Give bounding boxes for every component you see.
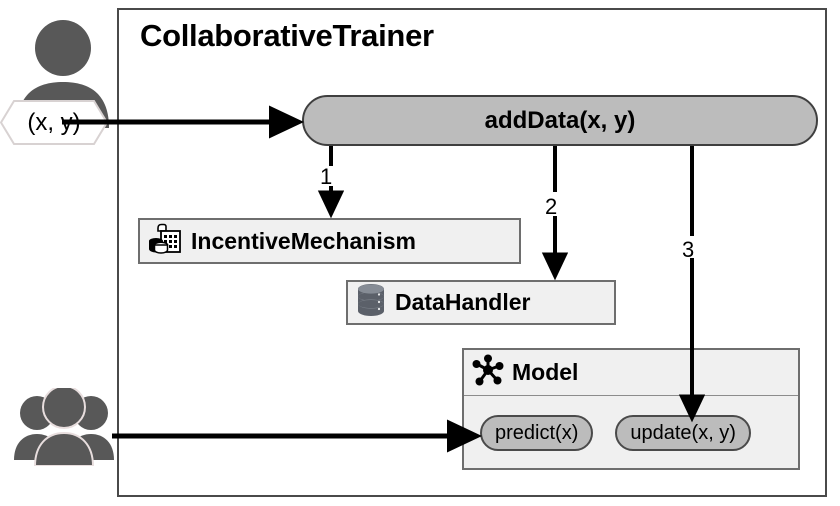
predict-method-pill[interactable]: predict(x) — [480, 415, 594, 451]
model-methods-row: predict(x) update(x, y) — [464, 396, 798, 470]
data-handler-label: DataHandler — [395, 289, 531, 315]
update-method-pill[interactable]: update(x, y) — [615, 415, 751, 451]
model-label: Model — [512, 359, 579, 385]
flow-step-number-2: 2 — [545, 194, 558, 219]
xy-data-token: (x, y) — [0, 100, 109, 145]
flow-step-number-1: 1 — [320, 164, 333, 189]
add-data-entry-pill[interactable]: addData(x, y) — [302, 95, 818, 146]
xy-data-token-label: (x, y) — [27, 108, 81, 136]
model-box[interactable]: Model predict(x) update(x, y) — [462, 348, 800, 470]
page-title: CollaborativeTrainer — [140, 18, 434, 53]
group-users-icon — [12, 385, 116, 467]
network-node-icon — [472, 354, 504, 391]
incentive-mechanism-box[interactable]: IncentiveMechanism — [138, 218, 521, 264]
flow-step-number-3: 3 — [682, 237, 695, 262]
database-icon — [356, 283, 386, 322]
collaborative-trainer-container — [117, 8, 827, 497]
predict-method-label: predict(x) — [495, 421, 579, 444]
model-header: Model — [464, 350, 798, 396]
add-data-label: addData(x, y) — [484, 106, 636, 134]
update-method-label: update(x, y) — [630, 421, 736, 444]
cash-register-icon — [148, 222, 182, 261]
incentive-mechanism-label: IncentiveMechanism — [191, 227, 416, 254]
data-handler-box[interactable]: DataHandler — [346, 280, 616, 325]
